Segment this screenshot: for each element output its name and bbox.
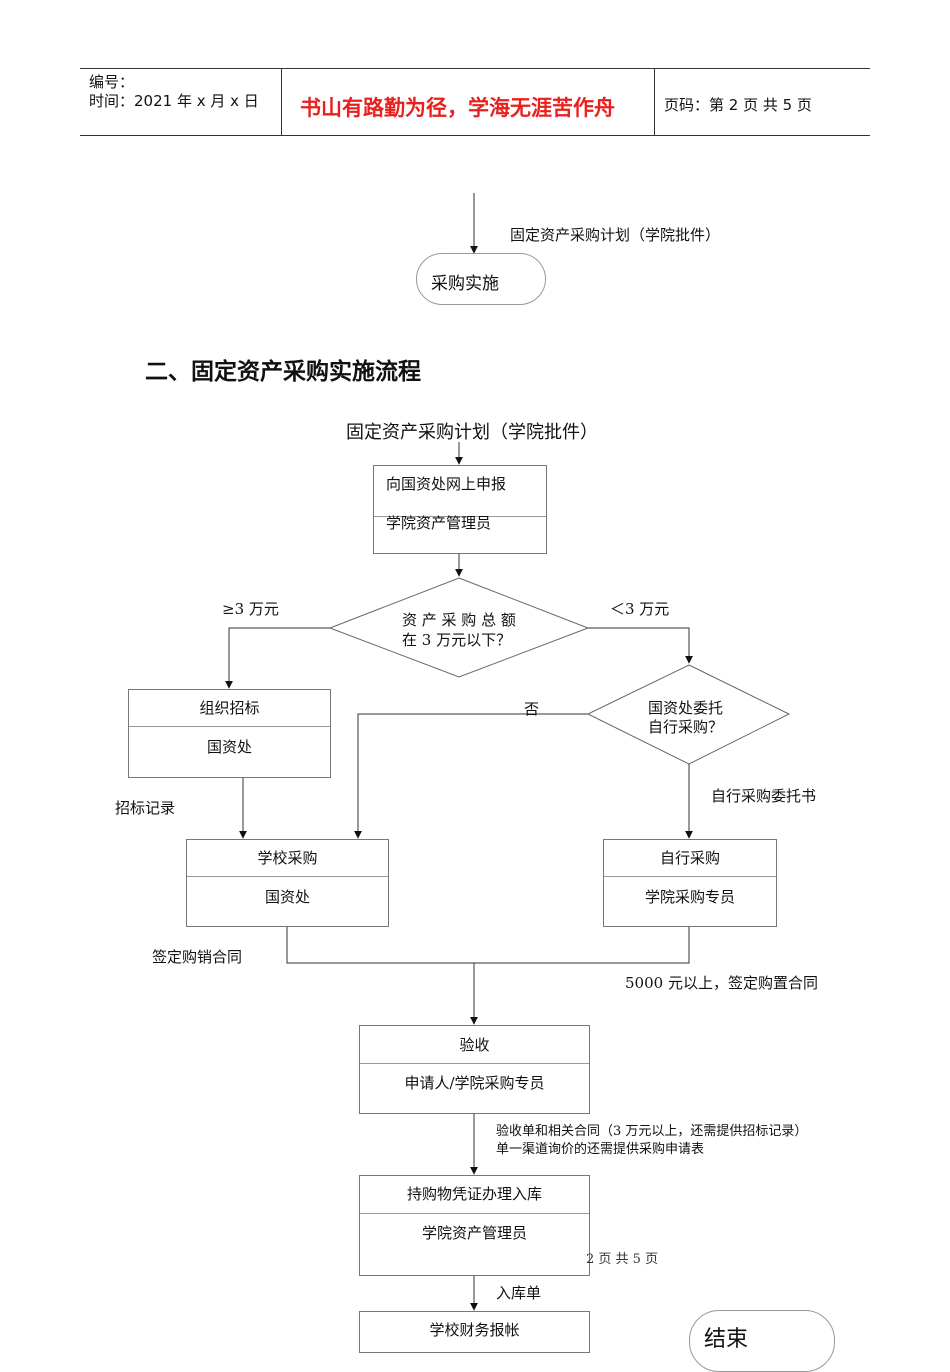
accept-box-line1: 验收 bbox=[459, 1036, 490, 1054]
decision2-no-label: 否 bbox=[524, 700, 540, 718]
finance-box: 学校财务报帐 bbox=[359, 1311, 590, 1353]
header-bottom-rule bbox=[80, 135, 870, 136]
self-purchase-box: 自行采购 学院采购专员 bbox=[603, 839, 777, 927]
school-box-divider bbox=[187, 876, 388, 877]
tender-record-label: 招标记录 bbox=[115, 799, 176, 817]
tender-box: 组织招标 国资处 bbox=[128, 689, 331, 778]
header-motto: 书山有路勤为径，学海无涯苦作舟 bbox=[300, 96, 615, 120]
finance-box-line1: 学校财务报帐 bbox=[429, 1321, 520, 1339]
report-box-divider bbox=[374, 516, 546, 517]
end-terminal: 结束 bbox=[689, 1310, 835, 1372]
school-purchase-box: 学校采购 国资处 bbox=[186, 839, 389, 927]
tender-box-line2: 国资处 bbox=[206, 738, 252, 756]
storage-box-divider bbox=[360, 1213, 589, 1214]
decision1-right-label: ＜3 万元 bbox=[610, 600, 670, 618]
decision1-line1: 资 产 采 购 总 额 bbox=[402, 611, 516, 629]
storage-box-line1: 持购物凭证办理入库 bbox=[406, 1185, 542, 1203]
header-divider-right bbox=[654, 68, 655, 136]
storage-box-line2: 学院资产管理员 bbox=[421, 1224, 527, 1242]
decision2-no-branch bbox=[354, 713, 588, 839]
decision2-line1: 国资处委托 bbox=[648, 699, 724, 717]
header-time: 时间：2021 年 x 月 x 日 bbox=[89, 92, 259, 110]
header-top-rule bbox=[80, 68, 870, 69]
accept-note-2: 单一渠道询价的还需提供采购申请表 bbox=[496, 1142, 705, 1157]
decision1-left-label: ≥3 万元 bbox=[222, 600, 279, 618]
self-box-line1: 自行采购 bbox=[659, 849, 720, 867]
decision2-yes-label: 自行采购委托书 bbox=[711, 787, 817, 805]
header-number: 编号： bbox=[89, 73, 135, 91]
report-box-line1: 向国资处网上申报 bbox=[386, 475, 507, 493]
school-merge bbox=[286, 925, 690, 964]
self-box-divider bbox=[604, 876, 776, 877]
decision1-line2: 在 3 万元以下？ bbox=[402, 631, 512, 649]
end-terminal-label: 结束 bbox=[704, 1327, 749, 1352]
page-footer: 2 页 共 5 页 bbox=[586, 1252, 659, 1267]
decision1-right-branch bbox=[588, 627, 693, 664]
decision1-left-branch bbox=[225, 627, 330, 689]
decision2-line2: 自行采购？ bbox=[648, 718, 724, 736]
header-page-info: 页码：第 2 页 共 5 页 bbox=[664, 96, 812, 114]
header-divider-left bbox=[281, 68, 282, 136]
accept-note-1: 验收单和相关合同（3 万元以上，还需提供招标记录） bbox=[496, 1124, 808, 1139]
school-box-line1: 学校采购 bbox=[257, 849, 318, 867]
accept-box: 验收 申请人/学院采购专员 bbox=[359, 1025, 590, 1114]
tender-box-line1: 组织招标 bbox=[199, 699, 260, 717]
report-box: 向国资处网上申报 学院资产管理员 bbox=[373, 465, 547, 554]
contract-label: 签定购销合同 bbox=[152, 948, 243, 966]
top-terminal-label: 采购实施 bbox=[431, 274, 499, 294]
top-arrow-label: 固定资产采购计划（学院批件） bbox=[510, 226, 721, 244]
section-title: 二、固定资产采购实施流程 bbox=[145, 359, 421, 385]
top-terminal: 采购实施 bbox=[416, 253, 546, 305]
decision1-diamond bbox=[328, 577, 590, 678]
report-box-line2: 学院资产管理员 bbox=[386, 514, 492, 532]
accept-box-line2: 申请人/学院采购专员 bbox=[404, 1074, 545, 1092]
flow-start-label: 固定资产采购计划（学院批件） bbox=[346, 422, 598, 443]
flow-connectors bbox=[225, 193, 791, 1311]
storage-out-label: 入库单 bbox=[496, 1284, 542, 1302]
contract-5000-label: 5000 元以上，签定购置合同 bbox=[625, 974, 818, 992]
self-box-line2: 学院采购专员 bbox=[644, 888, 735, 906]
tender-box-divider bbox=[129, 726, 330, 727]
accept-box-divider bbox=[360, 1063, 589, 1064]
school-box-line2: 国资处 bbox=[264, 888, 310, 906]
storage-box: 持购物凭证办理入库 学院资产管理员 bbox=[359, 1175, 590, 1276]
